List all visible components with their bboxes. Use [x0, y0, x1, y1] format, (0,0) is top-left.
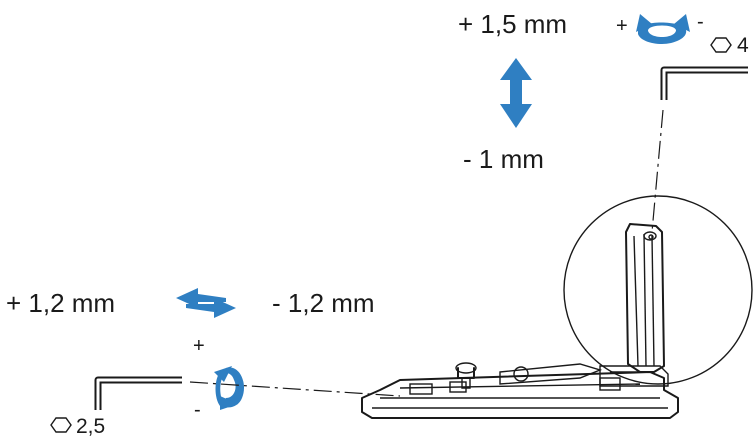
- horizontal-hex-size: 2,5: [76, 415, 105, 438]
- hex-wrench-2-5-icon: [94, 376, 182, 410]
- vertical-minus-label: - 1 mm: [463, 144, 544, 174]
- rotate-horizontal-icon: [636, 14, 690, 44]
- horizontal-rotate-plus: +: [193, 335, 205, 357]
- vertical-rotate-plus: +: [616, 15, 628, 37]
- axis-line-horizontal: [189, 381, 401, 397]
- horizontal-plus-label: + 1,2 mm: [6, 288, 115, 318]
- hex-key-icon-4: [710, 37, 732, 53]
- vertical-plus-label: + 1,5 mm: [458, 9, 567, 39]
- hex-wrench-4-icon: [660, 66, 748, 100]
- horizontal-rotate-minus: -: [194, 399, 201, 421]
- vertical-rotate-minus: -: [697, 11, 704, 33]
- vertical-hex-size: 4: [737, 34, 749, 57]
- detail-magnifier-circle: [563, 195, 753, 385]
- rotate-vertical-icon: [214, 366, 245, 410]
- vertical-double-arrow-icon: [500, 58, 532, 128]
- hinge-component-drawing: [361, 195, 753, 419]
- horizontal-double-arrow-icon: [176, 288, 236, 318]
- axis-line-vertical: [651, 109, 664, 233]
- horizontal-minus-label: - 1,2 mm: [272, 288, 375, 318]
- hex-key-icon-2-5: [50, 417, 72, 433]
